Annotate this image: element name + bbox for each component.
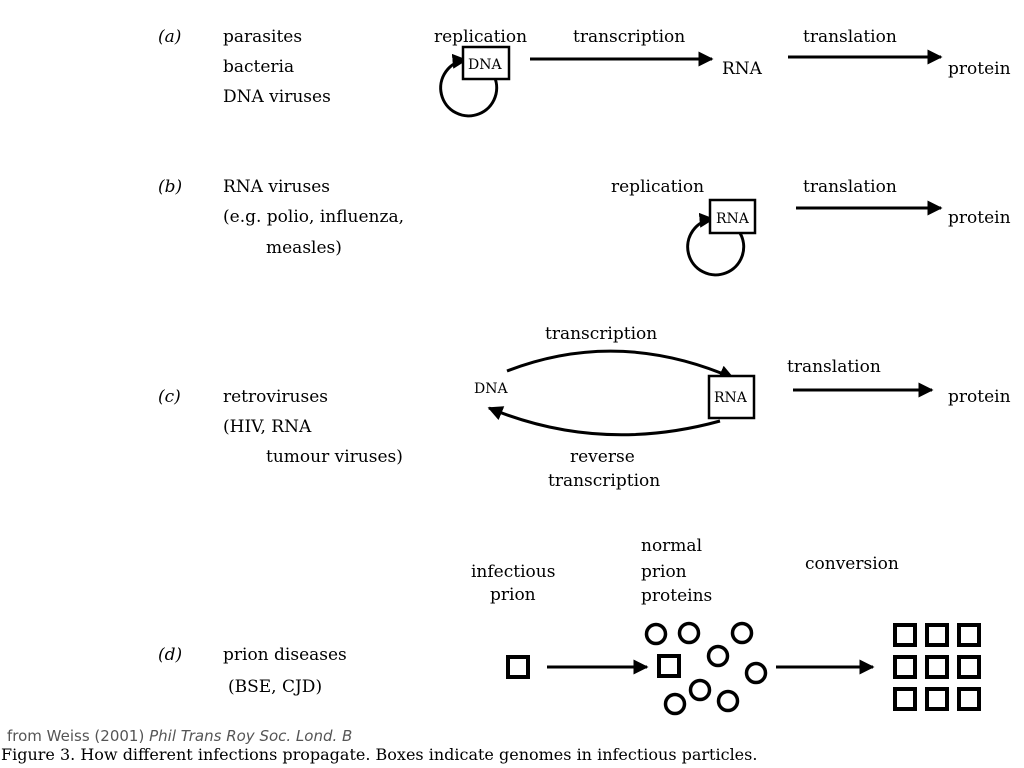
converted-prion-square <box>893 655 917 679</box>
credit-source: Phil Trans Roy Soc. Lond. B <box>149 727 353 745</box>
row-c: (c) retroviruses (HIV, RNA tumour viruse… <box>158 324 1011 491</box>
row-a: (a) parasites bacteria DNA viruses repli… <box>158 27 1011 118</box>
converted-prion-square <box>893 623 917 647</box>
row-d-infectious-label-2: prion <box>490 585 536 605</box>
row-a-dna-label: DNA <box>468 57 502 73</box>
row-b-replication-label: replication <box>611 177 704 197</box>
row-c-transcription-arc <box>506 349 735 380</box>
row-b-protein-label: protein <box>948 208 1011 228</box>
row-a-replication-label: replication <box>434 27 527 47</box>
normal-prion-circle <box>663 692 687 716</box>
row-c-protein-label: protein <box>948 387 1011 407</box>
row-a-organism-1: parasites <box>223 27 302 47</box>
source-credit: from Weiss (2001) Phil Trans Roy Soc. Lo… <box>7 727 352 745</box>
normal-prion-circle <box>744 661 768 685</box>
bound-prion-square <box>657 654 681 678</box>
row-a-replication-loop <box>439 53 499 118</box>
row-b-organism-1: RNA viruses <box>223 177 330 197</box>
row-b-translation-label: translation <box>803 177 897 197</box>
row-b: (b) RNA viruses (e.g. polio, influenza, … <box>158 177 1011 277</box>
row-d: (d) prion diseases (BSE, CJD) infectious… <box>158 536 981 716</box>
row-a-rna-label: RNA <box>722 59 763 79</box>
converted-prion-square <box>957 687 981 711</box>
normal-prion-circle <box>716 689 740 713</box>
row-d-normal-label-3: proteins <box>641 586 712 606</box>
row-d-marker: (d) <box>158 645 182 665</box>
row-a-organism-3: DNA viruses <box>223 87 331 107</box>
row-c-reverse-label-2: transcription <box>548 471 660 491</box>
converted-prion-square <box>925 623 949 647</box>
row-c-marker: (c) <box>158 387 181 407</box>
row-d-infectious-label-1: infectious <box>471 562 555 582</box>
row-c-reverse-label-1: reverse <box>570 447 635 467</box>
row-b-rna-label: RNA <box>716 211 750 227</box>
row-c-translation-label: translation <box>787 357 881 377</box>
row-c-rna-label: RNA <box>714 390 748 406</box>
row-a-organism-2: bacteria <box>223 57 294 77</box>
row-d-conversion-label: conversion <box>805 554 899 574</box>
normal-prion-circle <box>706 644 730 668</box>
row-a-dna-box <box>461 45 511 81</box>
row-c-organism-1: retroviruses <box>223 387 328 407</box>
normal-prion-circle <box>730 621 754 645</box>
figure-caption: Figure 3. How different infections propa… <box>1 745 758 764</box>
normal-prion-circle <box>688 678 712 702</box>
row-c-transcription-label: transcription <box>545 324 657 344</box>
row-c-reverse-transcription-arc <box>487 406 721 437</box>
converted-prion-square <box>925 687 949 711</box>
row-a-marker: (a) <box>158 27 181 47</box>
converted-prion-square <box>893 687 917 711</box>
normal-prion-circle <box>644 622 668 646</box>
row-b-rna-box <box>708 198 757 235</box>
credit-prefix: from Weiss (2001) <box>7 727 145 745</box>
row-a-transcription-label: transcription <box>573 27 685 47</box>
row-c-organism-3: tumour viruses) <box>266 447 403 467</box>
row-d-organism-2: (BSE, CJD) <box>228 677 322 697</box>
row-c-rna-box <box>707 374 756 420</box>
row-b-organism-2: (e.g. polio, influenza, <box>223 207 404 227</box>
row-b-replication-loop <box>686 212 746 277</box>
normal-prion-circle <box>677 621 701 645</box>
infectious-prion-square <box>506 655 530 679</box>
converted-prion-square <box>925 655 949 679</box>
row-d-organism-1: prion diseases <box>223 645 347 665</box>
row-c-organism-2: (HIV, RNA <box>223 417 312 437</box>
row-d-normal-label-2: prion <box>641 562 687 582</box>
row-a-protein-label: protein <box>948 59 1011 79</box>
converted-prion-square <box>957 623 981 647</box>
row-b-marker: (b) <box>158 177 182 197</box>
row-c-dna-label: DNA <box>474 381 508 397</box>
converted-prion-square <box>957 655 981 679</box>
row-d-normal-label-1: normal <box>641 536 702 556</box>
row-b-organism-3: measles) <box>266 238 342 258</box>
row-a-translation-label: translation <box>803 27 897 47</box>
